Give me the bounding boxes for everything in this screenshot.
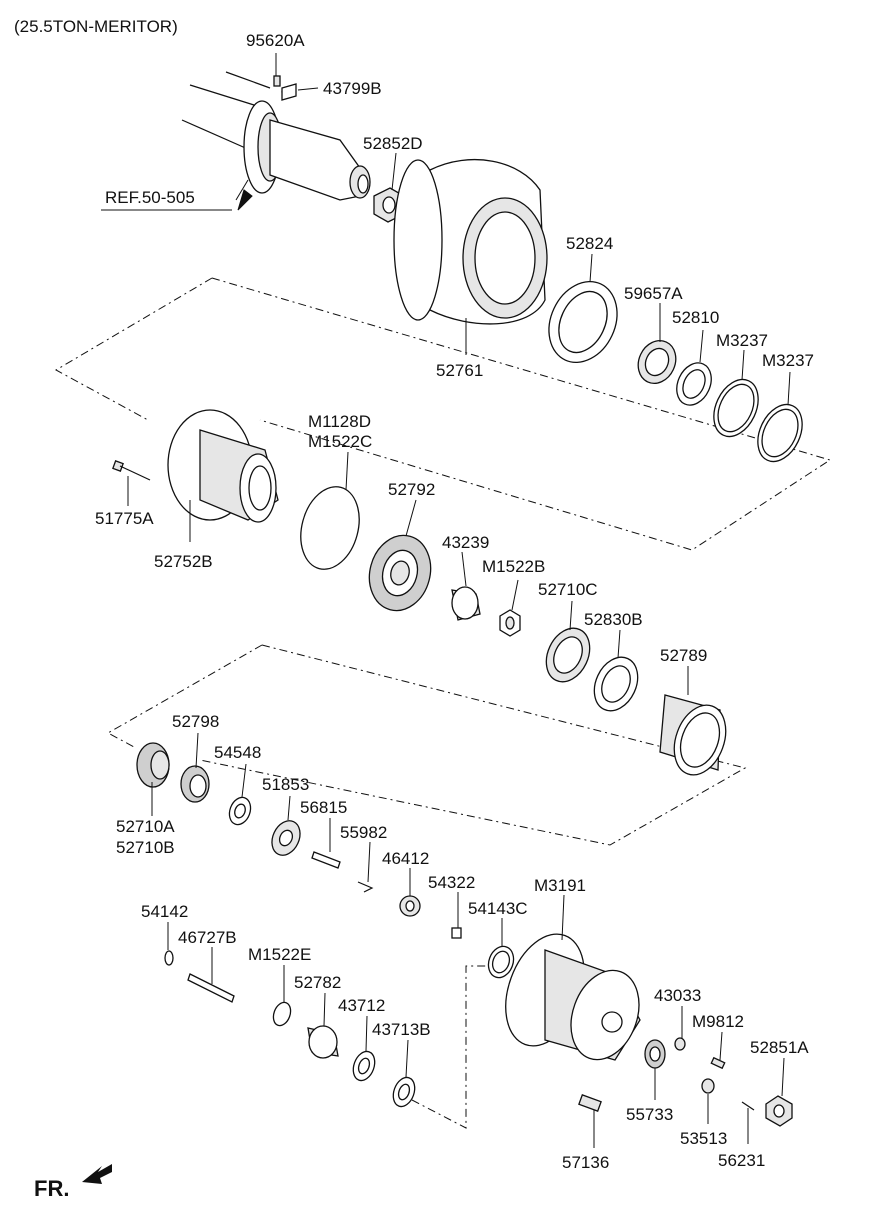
washer-43712: [352, 1050, 376, 1082]
nut-M1522B: [499, 609, 521, 637]
clip-43799B: [281, 83, 297, 101]
part-label-43799B[interactable]: 43799B: [323, 79, 382, 98]
leader-lines: [101, 53, 791, 1148]
bolt-57136: [578, 1094, 602, 1112]
planet-gear-52798: [180, 765, 210, 803]
part-label-M1128D[interactable]: M1128D: [308, 412, 371, 431]
hub-group-outline: [54, 277, 213, 421]
part-label-52798[interactable]: 52798: [172, 712, 219, 731]
part-label-52792[interactable]: 52792: [388, 480, 435, 499]
part-label-M1522C[interactable]: M1522C: [308, 432, 372, 451]
planet-carrier-M3191: [505, 933, 641, 1061]
screw-56231: [741, 1101, 755, 1111]
nut-52851A: [765, 1095, 793, 1127]
bolt-46727B: [187, 973, 235, 1003]
screw-M9812: [710, 1056, 726, 1070]
part-label-43033[interactable]: 43033: [654, 986, 701, 1005]
part-label-46727B[interactable]: 46727B: [178, 928, 237, 947]
part-label-55982[interactable]: 55982: [340, 823, 387, 842]
part-label-52710A[interactable]: 52710A: [116, 817, 175, 836]
part-label-54322[interactable]: 54322: [428, 873, 475, 892]
sleeve-52782: [307, 1025, 339, 1059]
washer-46412: [399, 895, 421, 917]
bearing-52710C: [545, 627, 591, 683]
axle-spindle: [181, 71, 371, 201]
part-label-52710B[interactable]: 52710B: [116, 838, 175, 857]
part-label-51853[interactable]: 51853: [262, 775, 309, 794]
part-label-52851A[interactable]: 52851A: [750, 1038, 809, 1057]
part-label-54548[interactable]: 54548: [214, 743, 261, 762]
snap-ring-54142: [164, 950, 174, 966]
hub-group-outline-right: [211, 277, 832, 551]
wheel-hub-52752B: [167, 409, 279, 523]
gear-55733: [644, 1039, 666, 1069]
bolt-95620A: [273, 75, 281, 87]
part-label-52852D[interactable]: 52852D: [363, 134, 423, 153]
part-label-43712[interactable]: 43712: [338, 996, 385, 1015]
ring-52810: [676, 362, 712, 406]
washer-54548: [228, 796, 252, 826]
ring-54143C: [487, 945, 515, 979]
part-label-57136[interactable]: 57136: [562, 1153, 609, 1172]
reference-label[interactable]: REF.50-505: [105, 188, 195, 207]
part-label-M1522B[interactable]: M1522B: [482, 557, 545, 576]
gear-52792: [368, 534, 432, 612]
plug-53513: [701, 1078, 715, 1094]
washer-43713B: [392, 1076, 416, 1108]
front-direction-label: FR.: [34, 1176, 69, 1201]
part-label-59657A[interactable]: 59657A: [624, 284, 683, 303]
planet-gear-52710A: [136, 742, 170, 788]
carrier-group-outline: [411, 965, 500, 1129]
clip-55982: [357, 881, 374, 893]
diagram-title: (25.5TON-MERITOR): [14, 17, 178, 36]
part-label-51775A[interactable]: 51775A: [95, 509, 154, 528]
part-label-95620A[interactable]: 95620A: [246, 31, 305, 50]
ring-M1522E: [272, 1001, 292, 1027]
part-label-52761[interactable]: 52761: [436, 361, 483, 380]
seal-52824: [548, 280, 618, 364]
part-label-56231[interactable]: 56231: [718, 1151, 765, 1170]
part-label-52789[interactable]: 52789: [660, 646, 707, 665]
plug-54322: [451, 927, 462, 939]
front-direction-arrow-icon: [82, 1164, 112, 1184]
part-label-M1522E[interactable]: M1522E: [248, 945, 311, 964]
part-label-52782[interactable]: 52782: [294, 973, 341, 992]
sleeve-43239: [451, 586, 481, 621]
brake-drum-52761: [393, 158, 548, 325]
part-label-52710C[interactable]: 52710C: [538, 580, 598, 599]
part-label-M3191[interactable]: M3191: [534, 876, 586, 895]
bearing-59657A: [637, 340, 677, 384]
part-label-43239[interactable]: 43239: [442, 533, 489, 552]
part-label-56815[interactable]: 56815: [300, 798, 347, 817]
part-label-52752B[interactable]: 52752B: [154, 552, 213, 571]
part-label-46412[interactable]: 46412: [382, 849, 429, 868]
gear-group-outline-right: [199, 644, 747, 846]
ring-M3237-a: [713, 378, 759, 438]
part-label-53513[interactable]: 53513: [680, 1129, 727, 1148]
part-label-43713B[interactable]: 43713B: [372, 1020, 431, 1039]
bolt-51775A: [112, 460, 151, 481]
o-ring-M1128D: [300, 486, 360, 570]
ring-52830B: [593, 656, 639, 712]
part-label-52824[interactable]: 52824: [566, 234, 613, 253]
washer-51853: [271, 820, 301, 856]
part-label-54142[interactable]: 54142: [141, 902, 188, 921]
cylinder-52789: [659, 694, 727, 776]
ring-M3237-b: [757, 403, 803, 463]
part-label-54143C[interactable]: 54143C: [468, 899, 528, 918]
part-label-55733[interactable]: 55733: [626, 1105, 673, 1124]
part-label-52810[interactable]: 52810: [672, 308, 719, 327]
part-label-M3237-a[interactable]: M3237: [716, 331, 768, 350]
bushing-43033: [674, 1037, 686, 1051]
part-label-52830B[interactable]: 52830B: [584, 610, 643, 629]
gear-group-outline: [106, 644, 263, 749]
part-label-M3237-b[interactable]: M3237: [762, 351, 814, 370]
part-label-M9812[interactable]: M9812: [692, 1012, 744, 1031]
pin-56815: [311, 851, 341, 869]
